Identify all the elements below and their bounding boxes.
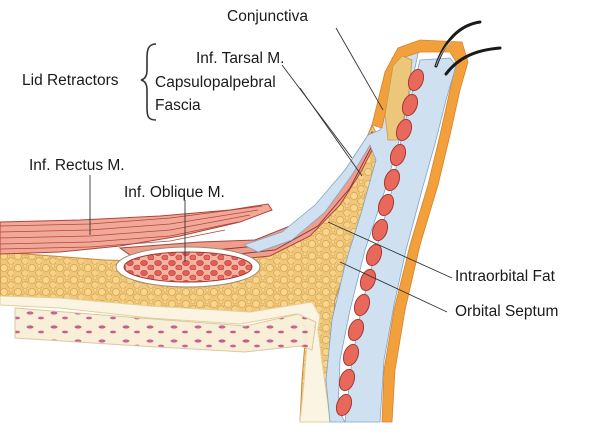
label-fascia: Fascia [155, 97, 201, 115]
label-inf-tarsal-muscle: Inf. Tarsal M. [196, 50, 284, 68]
label-conjunctiva: Conjunctiva [227, 8, 308, 26]
capsulopalpebral-leader [300, 88, 362, 176]
label-capsulopalpebral: Capsulopalpebral [155, 74, 276, 92]
label-lid-retractors: Lid Retractors [22, 72, 118, 90]
label-inf-rectus-muscle: Inf. Rectus M. [29, 157, 125, 175]
inferior-oblique-muscle [124, 252, 252, 282]
label-inf-oblique-muscle: Inf. Oblique M. [124, 184, 225, 202]
conjunctiva-leader [336, 28, 383, 110]
label-intraorbital-fat: Intraorbital Fat [455, 268, 555, 286]
label-orbital-septum: Orbital Septum [455, 303, 558, 321]
lid-retractors-bracket [141, 44, 156, 120]
